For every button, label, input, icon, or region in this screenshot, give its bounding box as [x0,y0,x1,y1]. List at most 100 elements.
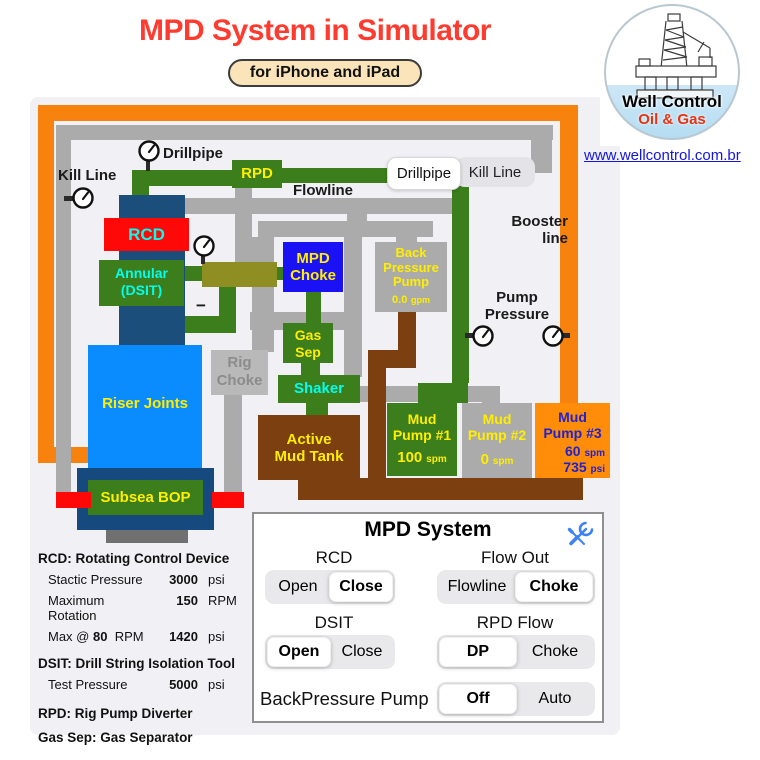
mud-pump-3-psi: 735 psi [563,459,605,475]
rpd-flow-choke-option[interactable]: Choke [531,643,579,660]
static-pressure-label: Stactic Pressure [48,572,143,587]
manifold-down-v [219,287,236,320]
mud-pump-2-rate: 0 spm [480,451,514,468]
max-at-rpm-row: Max @ 80 RPM 1420 psi [48,629,266,644]
rpd-flow-segmented-control: DP Choke [437,635,595,669]
bpp-rate: 0.0 gpm [392,293,430,306]
rpd-flow-control-label: RPD Flow [476,613,554,632]
booster-line-label: Booster line [511,213,568,247]
well-control-logo: Well Control Oil & Gas [604,4,740,140]
static-pressure-value: 3000 [169,572,198,587]
kill-line-drop [531,125,552,173]
shaker-label: Shaker [293,380,345,397]
kill-gauge-stub [64,196,74,201]
shaker-feed [344,237,362,377]
rcd-close-option[interactable]: Close [329,572,393,602]
mud-pump-1-label: Mud Pump #1 [392,411,452,443]
website-link[interactable]: www.wellcontrol.com.br [584,147,741,164]
mud-pump-1-rate: 100 spm [397,449,447,466]
dsit-definition-heading: DSIT: Drill String Isolation Tool [38,656,235,671]
mudpump2-feed-v [482,386,500,405]
rig-choke-feed [252,237,274,352]
kill-line-left [56,125,71,498]
max-at-rpm-unit: psi [208,629,225,644]
pump-pressure-gauge-right [542,325,564,347]
manifold-gauge-icon [193,235,215,257]
rcd-box-label: RCD [128,225,165,244]
booster-line-right [560,105,578,405]
mud-pump-3-box: Mud Pump #3 60 spm 735 psi [535,403,610,478]
dsit-open-option[interactable]: Open [267,637,331,667]
mpd-choke-label: MPD Choke [290,250,336,284]
gas-sep-box: Gas Sep [283,323,333,363]
drillpipe-top-run [132,170,238,186]
manifold-choke-stub [276,267,285,280]
gas-sep-label: Gas Sep [294,327,322,360]
static-pressure-row: Stactic Pressure 3000 psi [48,572,266,587]
pump-pressure-gauge-left [472,325,494,347]
wrench-screwdriver-icon[interactable] [565,519,595,549]
kill-line-connector [56,492,91,508]
mudpump1-elbow [418,383,468,403]
rcd-open-option[interactable]: Open [278,578,318,595]
drillpipe-down-run [452,186,469,383]
rpd-flow-dp-option[interactable]: DP [439,637,517,667]
subsea-bop-box: Subsea BOP [88,480,203,515]
drillpipe-tag: Drillpipe [387,157,461,190]
max-rotation-unit: RPM [208,593,237,608]
gassep-shaker-stem [301,361,320,377]
bpp-auto-option[interactable]: Auto [538,690,572,707]
choke-gassep-stem [306,292,321,325]
flow-out-control-label: Flow Out [480,548,550,567]
panel-title: MPD System [364,518,492,541]
rpd-box: RPD [232,160,282,188]
test-pressure-unit: psi [208,677,225,692]
test-pressure-label: Test Pressure [48,677,128,692]
kill-line-label: Kill Line [58,167,117,184]
logo-tagline: Oil & Gas [638,111,706,128]
test-pressure-row: Test Pressure 5000 psi [48,677,266,692]
logo-name: Well Control [622,92,722,111]
rig-choke-stem [224,395,242,495]
rig-choke-label: Rig Choke [216,354,263,389]
mud-pump-3-label: Mud Pump #3 [543,409,602,441]
flow-out-flowline-option[interactable]: Flowline [447,578,507,595]
drillpipe-gauge-stem [146,161,150,171]
definitions-block: RCD: Rotating Control Device Stactic Pre… [38,551,266,745]
choke-line-connector [212,492,244,508]
kill-line-tag: Kill Line [455,157,535,187]
max-at-rpm-label: Max @ 80 RPM [48,629,144,644]
mud-pump-2-box: Mud Pump #2 0 spm [462,403,532,478]
max-rotation-value: 150 [176,593,198,608]
mud-pump-3-spm: 60 spm [564,443,605,459]
flow-out-segmented-control: Flowline Choke [437,570,595,604]
max-rotation-label: Maximum Rotation [48,593,105,623]
booster-line-left [38,105,54,463]
minus-indicator: − [196,296,206,315]
kill-line-gauge-icon [72,187,94,209]
bpp-label: Back Pressure Pump [383,245,439,289]
shaker-box: Shaker [278,375,360,403]
bpp-off-option[interactable]: Off [439,684,517,714]
dsit-close-option[interactable]: Close [341,643,383,660]
page-title: MPD System in Simulator [139,14,491,47]
rpd-down-pipe [235,188,252,264]
flowline-jog [347,214,367,224]
manifold-down-h [183,316,236,333]
rpd-right-run [282,168,390,183]
rcd-control-label: RCD [315,548,353,567]
rcd-segmented-control: Open Close [265,570,395,604]
mud-pump-2-label: Mud Pump #2 [467,411,527,443]
drillpipe-gauge-icon [138,140,160,162]
max-rotation-row: Maximum Rotation 150 RPM [48,593,266,623]
annular-dsit-box: Annular (DSIT) [99,260,184,306]
gas-sep-definition-heading: Gas Sep: Gas Separator [38,730,193,745]
subsea-bop-label: Subsea BOP [100,489,191,506]
annular-manifold-stub [185,266,202,281]
pump-pressure-gauge-stub-right [562,333,570,338]
flow-out-choke-option[interactable]: Choke [515,572,593,602]
flowline-pipe [183,198,452,214]
booster-line-top [38,105,578,121]
dsit-control-label: DSIT [314,613,354,632]
